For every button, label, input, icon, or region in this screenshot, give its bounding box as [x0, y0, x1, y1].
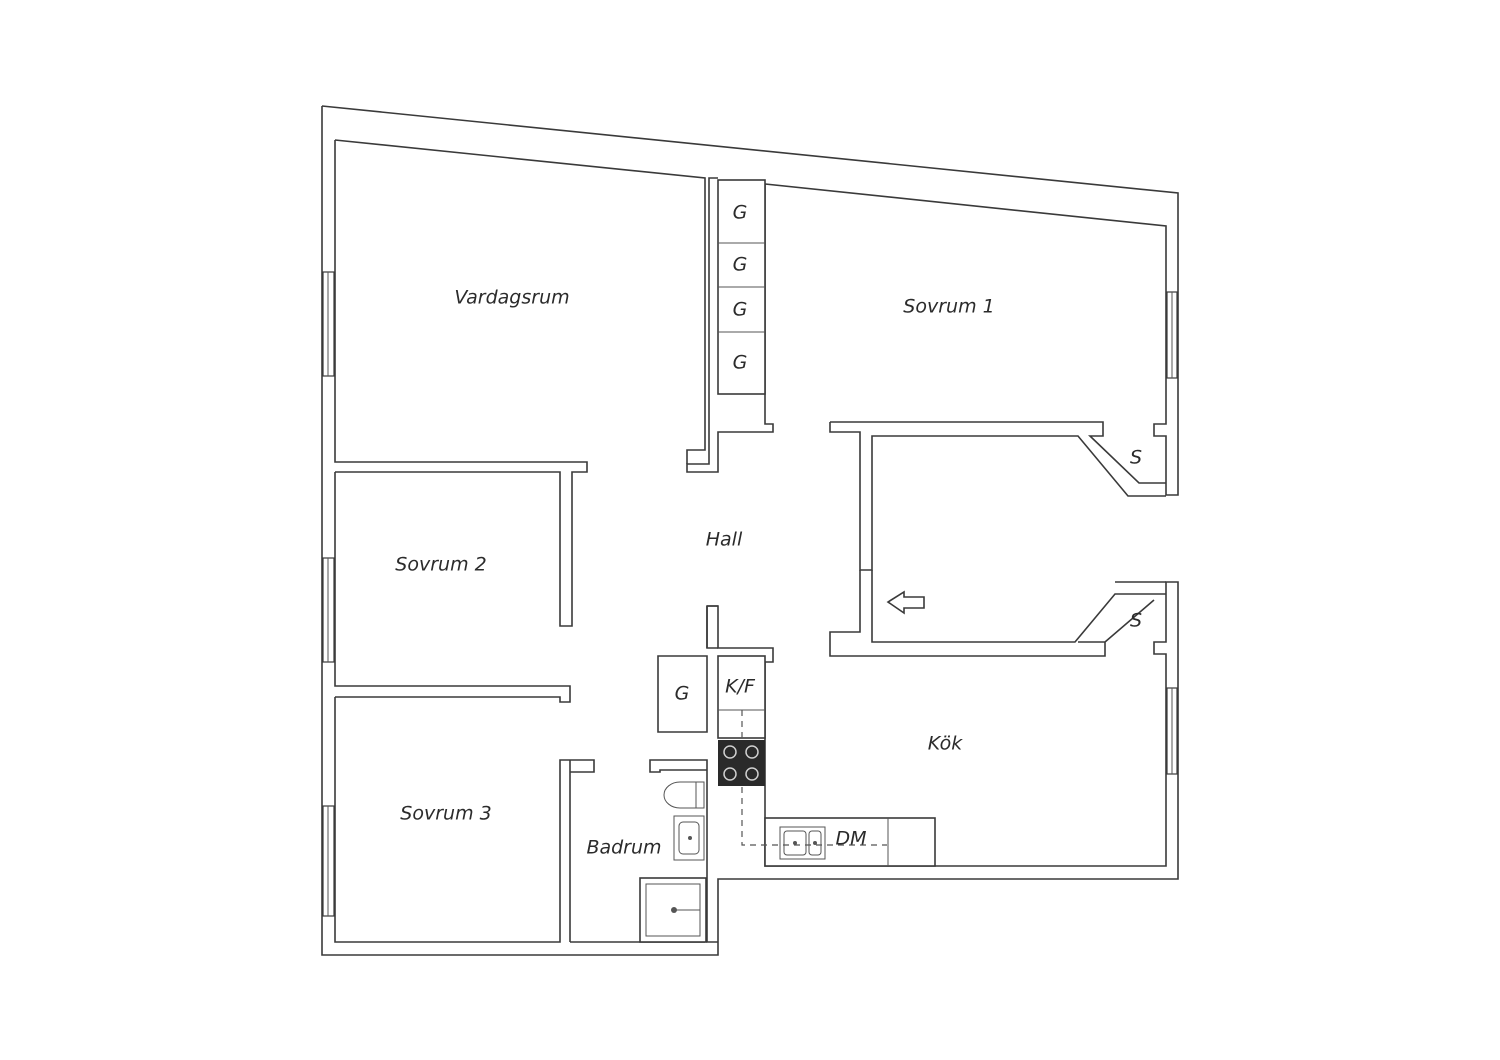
toilet-icon: [663, 781, 705, 809]
room-label-sovrum1: Sovrum 1: [903, 296, 994, 318]
sovrum2-walls: [334, 472, 571, 703]
room-label-badrum: Badrum: [586, 837, 661, 859]
wardrobe-column: [717, 179, 766, 395]
closet-label: S: [1130, 447, 1142, 469]
kitchen-sink-icon: [779, 826, 826, 860]
room-label-hall: Hall: [706, 529, 743, 551]
shower-icon: [639, 877, 707, 943]
room-label-kok: Kök: [928, 733, 963, 755]
dishwasher-label: DM: [835, 828, 866, 850]
wardrobe-label: G: [733, 352, 748, 374]
room-label-sovrum2: Sovrum 2: [395, 554, 486, 576]
sovrum3-walls: [334, 697, 640, 943]
vardagsrum-walls: [334, 139, 706, 627]
wardrobe-label: G: [733, 299, 748, 321]
fridge-freezer-label: K/F: [725, 676, 756, 698]
entrance-arrow-icon: [886, 590, 925, 615]
room-label-vardagsrum: Vardagsrum: [454, 287, 569, 309]
wardrobe-label: G: [733, 254, 748, 276]
wardrobe-label: G: [733, 202, 748, 224]
bathroom-walls: [640, 605, 718, 943]
stove-icon: [718, 740, 765, 786]
wardrobe-label: G: [675, 683, 690, 705]
kitchen-walls: [829, 570, 1166, 657]
windows: [322, 271, 1178, 917]
washbasin-icon: [673, 815, 705, 861]
closet-label: S: [1130, 610, 1142, 632]
sovrum1-walls: [829, 421, 1166, 571]
room-label-sovrum3: Sovrum 3: [400, 803, 491, 825]
